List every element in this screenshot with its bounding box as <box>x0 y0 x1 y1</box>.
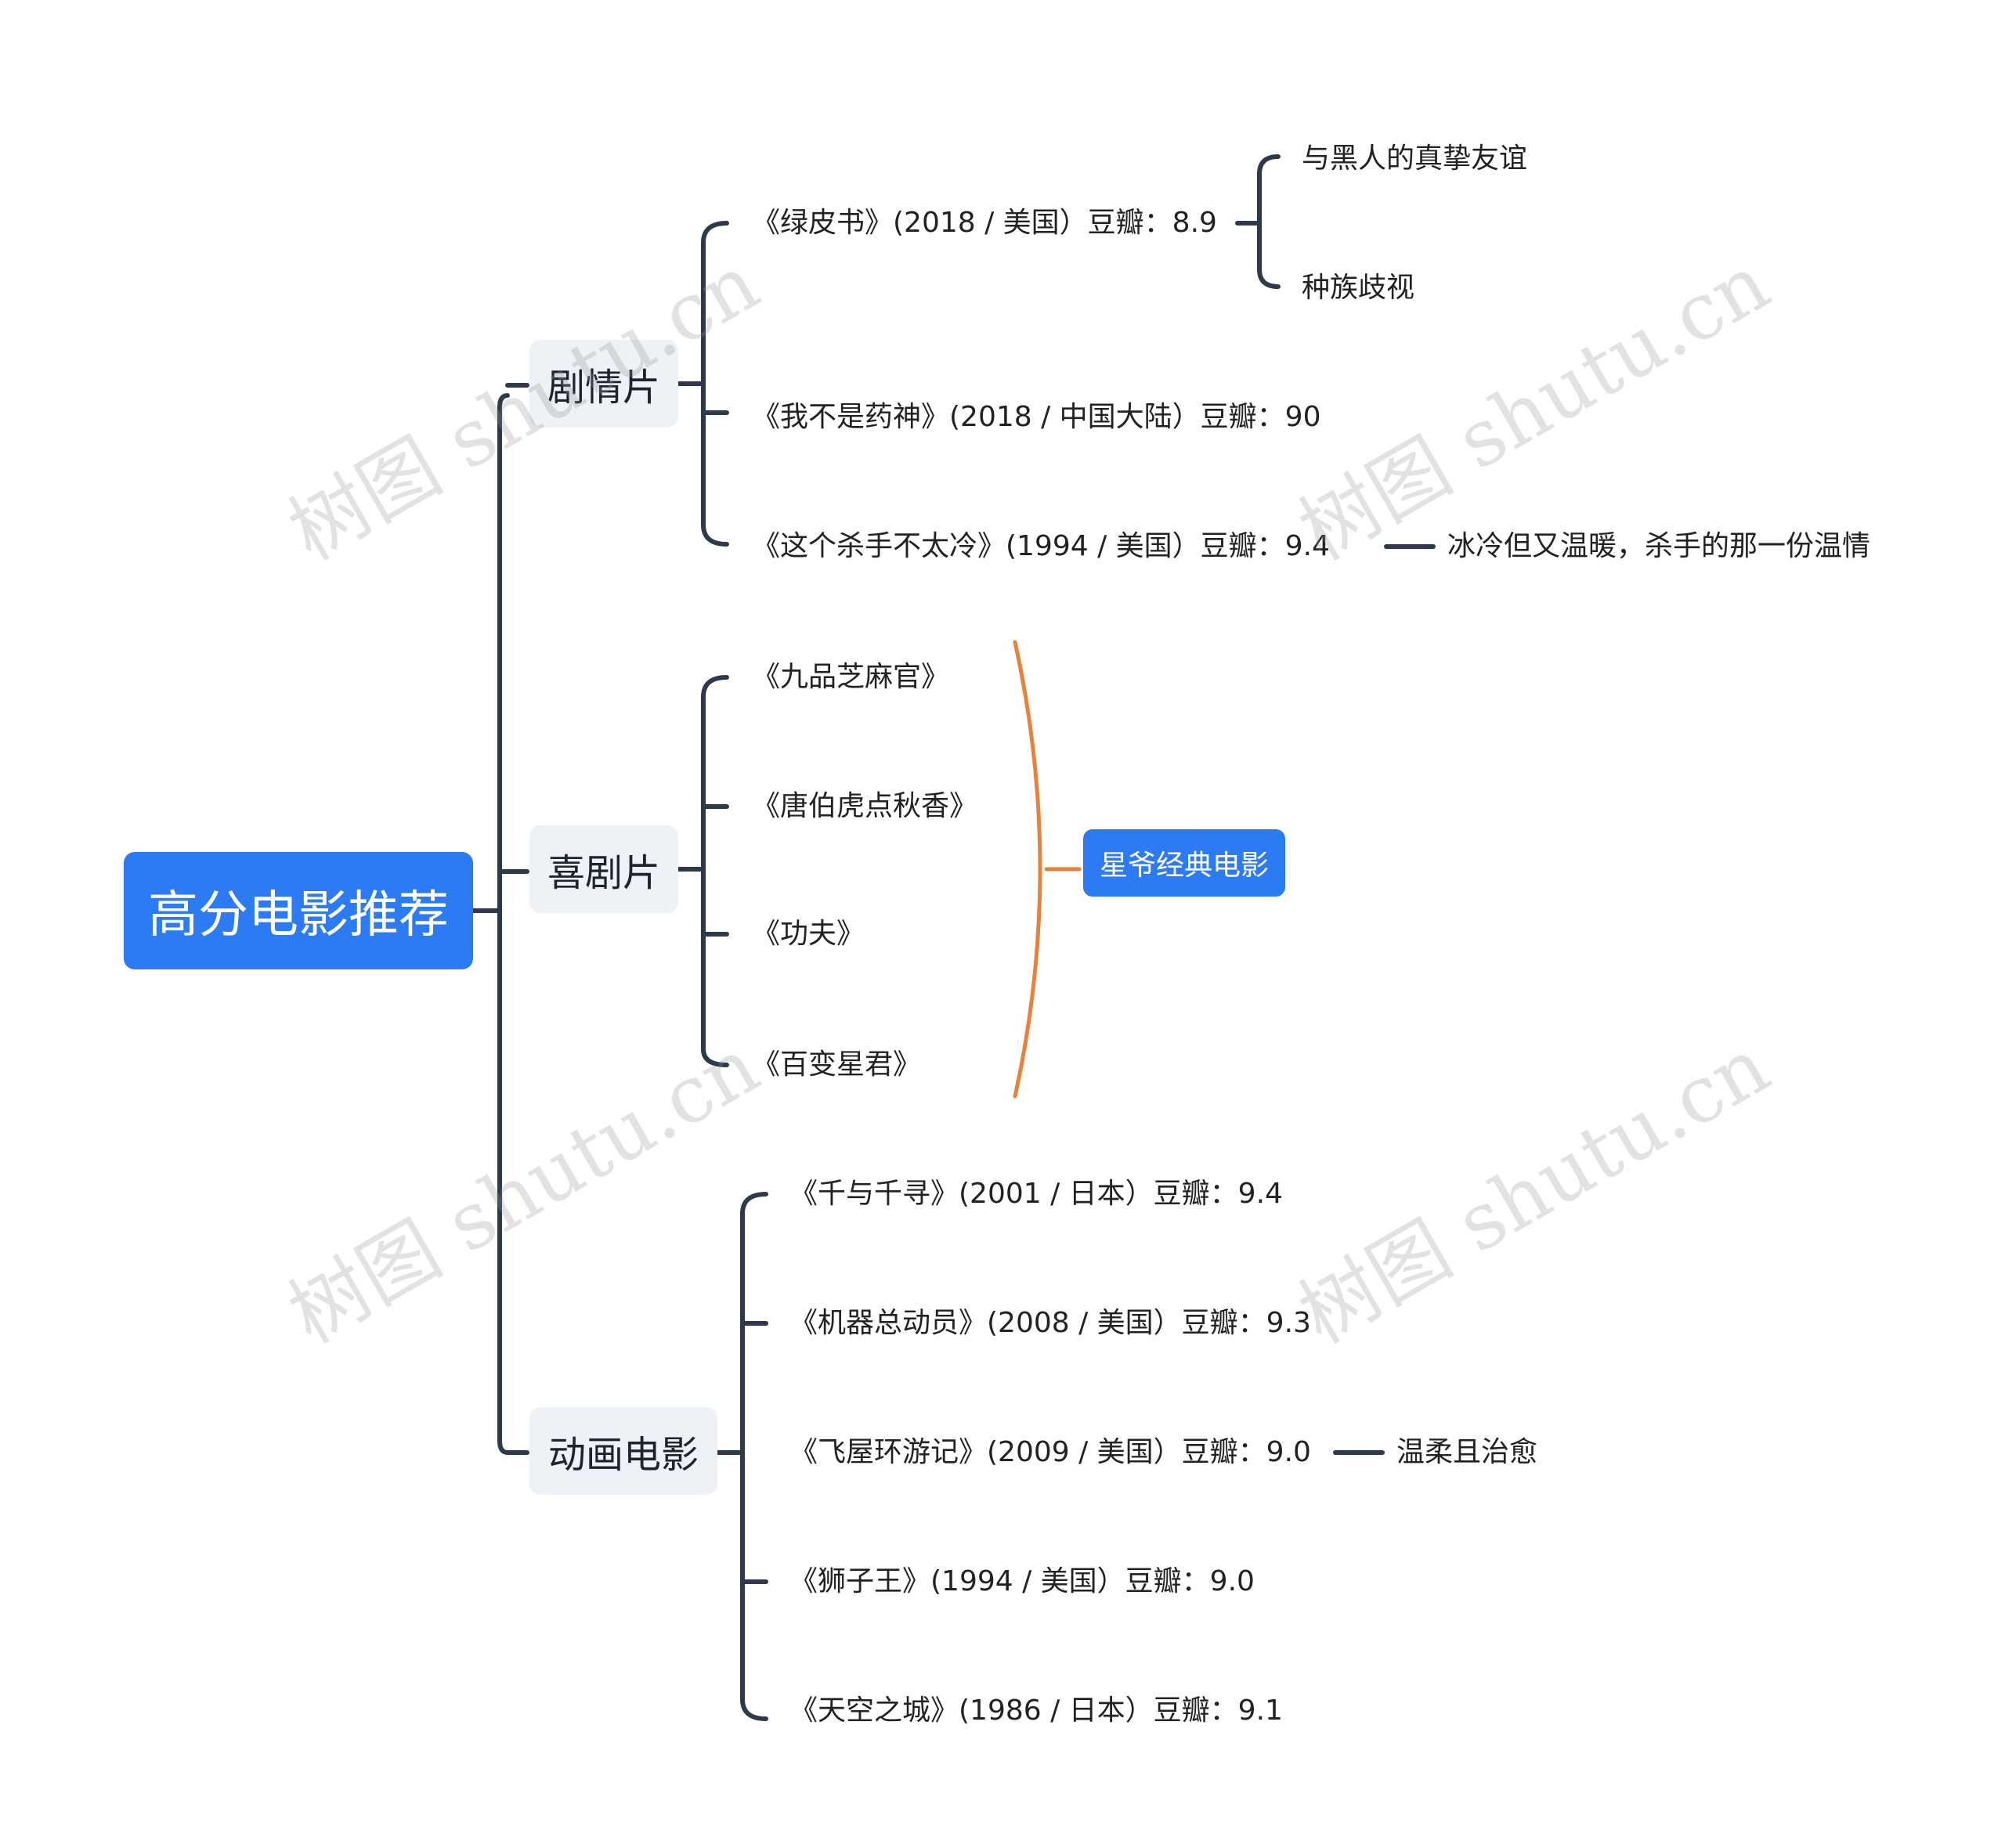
bracket-animation <box>740 1192 768 1721</box>
animation-item-lion-king[interactable]: 《狮子王》(1994 / 美国）豆瓣：9.0 <box>789 1565 1255 1597</box>
comedy-item-2[interactable]: 《唐伯虎点秋香》 <box>752 790 978 822</box>
branch-comedy[interactable]: 喜剧片 <box>529 825 678 913</box>
animation-item-up[interactable]: 《飞屋环游记》(2009 / 美国）豆瓣：9.0 <box>789 1436 1311 1468</box>
drama-item-green-book[interactable]: 《绿皮书》(2018 / 美国）豆瓣：8.9 <box>752 207 1217 239</box>
drama-item-dying-to-survive[interactable]: 《我不是药神》(2018 / 中国大陆）豆瓣：90 <box>752 401 1321 433</box>
comedy-item-1[interactable]: 《九品芝麻官》 <box>752 661 950 693</box>
green-book-note-friendship[interactable]: 与黑人的真挚友谊 <box>1302 143 1528 175</box>
comedy-summary-node[interactable]: 星爷经典电影 <box>1083 829 1285 897</box>
bracket-comedy <box>701 675 729 1067</box>
root-node[interactable]: 高分电影推荐 <box>124 852 473 969</box>
bracket-drama <box>701 221 729 547</box>
leon-note[interactable]: 冰冷但又温暖，杀手的那一份温情 <box>1447 530 1871 562</box>
up-note[interactable]: 温柔且治愈 <box>1396 1436 1538 1468</box>
branch-animation[interactable]: 动画电影 <box>529 1407 717 1495</box>
connector-trunk <box>497 393 510 1455</box>
comedy-item-3[interactable]: 《功夫》 <box>752 918 865 950</box>
green-book-note-racism[interactable]: 种族歧视 <box>1302 272 1415 304</box>
animation-item-spirited-away[interactable]: 《千与千寻》(2001 / 日本）豆瓣：9.4 <box>789 1178 1283 1210</box>
comedy-item-4[interactable]: 《百变星君》 <box>752 1049 922 1081</box>
animation-item-castle-in-the-sky[interactable]: 《天空之城》(1986 / 日本）豆瓣：9.1 <box>789 1695 1283 1727</box>
summary-bracket <box>1013 640 1042 1099</box>
animation-item-wall-e[interactable]: 《机器总动员》(2008 / 美国）豆瓣：9.3 <box>789 1307 1311 1339</box>
branch-drama[interactable]: 剧情片 <box>529 340 678 428</box>
drama-item-leon[interactable]: 《这个杀手不太冷》(1994 / 美国）豆瓣：9.4 <box>752 530 1330 562</box>
bracket-greenbook <box>1257 154 1281 289</box>
